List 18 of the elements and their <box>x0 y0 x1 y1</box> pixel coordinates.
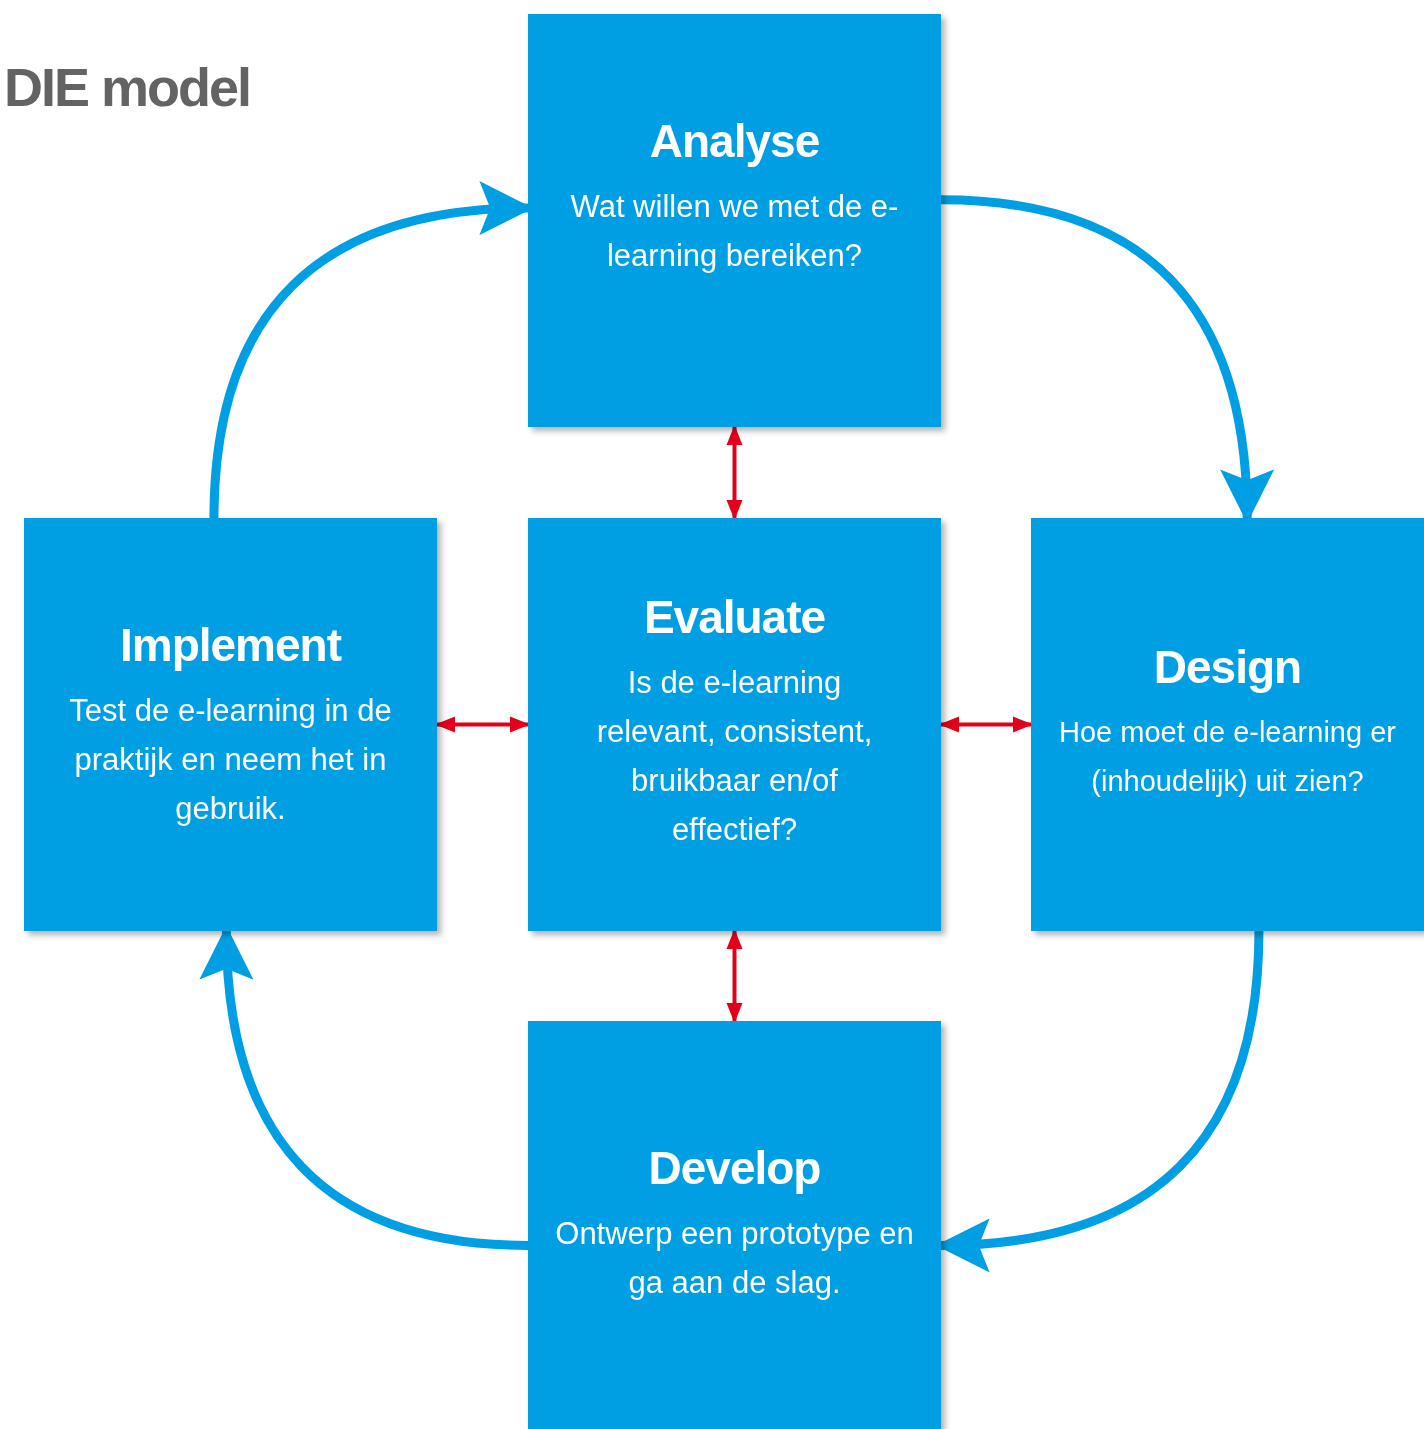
box-description: Hoe moet de e-learning er (inhoudelijk) uit zien? <box>1058 715 1397 799</box>
box-heading: Design <box>1153 640 1302 694</box>
process-box <box>24 518 437 931</box>
box-description: Test de e-learning in de praktijk en neem het in gebruik. <box>68 692 393 828</box>
box-description: Is de e-learning relevant, consistent, bruikbaar en/of effectief? <box>595 664 874 849</box>
box-heading: Implement <box>119 618 341 672</box>
process-box <box>1031 518 1424 931</box>
process-box <box>528 1021 941 1429</box>
box-description: Wat willen we met de e-learning bereiken? <box>569 188 900 275</box>
box-heading: Analyse <box>649 114 820 168</box>
box-heading: Develop <box>648 1141 821 1195</box>
process-box <box>528 518 941 931</box>
box-description: Ontwerp een prototype en ga aan de slag. <box>554 1215 915 1302</box>
arrow <box>726 425 743 520</box>
arrow <box>726 929 743 1023</box>
box-heading: Evaluate <box>643 590 826 644</box>
diagram-title: DIE model <box>4 56 251 118</box>
process-box <box>528 14 941 427</box>
